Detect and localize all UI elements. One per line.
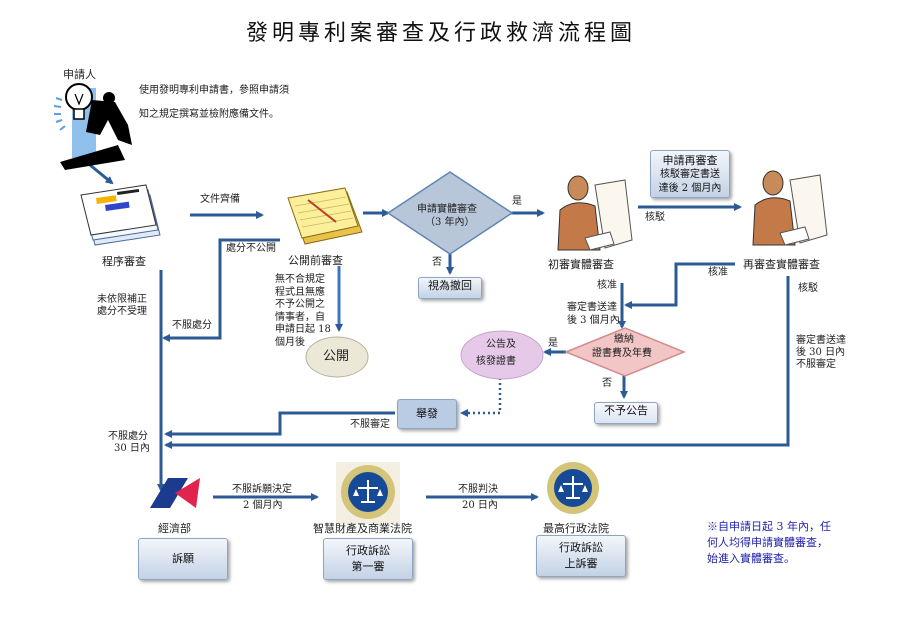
- edge-reexam-30days-line3: 不服審定: [796, 359, 836, 370]
- first-examiner-icon: [557, 175, 633, 251]
- reexamination-label: 再審查實體審查: [743, 258, 820, 271]
- announce-ellipse: [460, 330, 544, 380]
- admin-litigation-first-line2: 第一審: [351, 560, 385, 573]
- edge-judgment-line2: 20 日內: [462, 500, 498, 511]
- pub-cond-line4: 情事者，自: [275, 311, 325, 323]
- edge-disagree-disposition: 不服處分: [172, 320, 212, 331]
- arrow-dotted-announce-invalidation: [460, 378, 502, 417]
- edge-judgment-line1: 不服判決: [458, 484, 498, 495]
- reexamination-request-box: 申請再審查 核駁審定書送 達後 2 個月內: [650, 150, 730, 198]
- not-announced-label: 不予公告: [604, 404, 648, 417]
- arrow-applicant-to-procedural: [89, 163, 114, 185]
- pub-cond-line3: 不予公開之: [275, 299, 325, 310]
- arrow-invalidation-disagree: [164, 411, 395, 438]
- edge-3months-line2: 後 3 個月內: [567, 315, 620, 326]
- edge-30days-line2: 30 日內: [114, 443, 150, 454]
- arrow-not-public-disposition: [162, 238, 280, 342]
- request-substantive-line1: 申請實體審查: [417, 204, 477, 215]
- reexam-request-line1: 申請再審查: [662, 154, 718, 167]
- page-title: 發明專利案審查及行政救濟流程圖: [246, 21, 637, 46]
- reexam-request-line3: 達後 2 個月內: [658, 183, 722, 194]
- pub-cond-line2: 程式且無應: [275, 286, 325, 298]
- admin-litigation-first-line1: 行政訴訟: [346, 544, 390, 557]
- applicant-instruction-line2: 知之規定撰寫並檢附應備文件。: [139, 109, 279, 120]
- reexaminer-icon: [752, 170, 828, 246]
- edge-approve2: 核准: [708, 267, 728, 278]
- admin-litigation-appeal-box: 行政訴訟 上訴審: [536, 535, 626, 577]
- reexam-request-line2: 核駁審定書送: [660, 169, 720, 180]
- moea-label: 經濟部: [158, 522, 191, 535]
- edge-reject1: 核駁: [645, 212, 665, 223]
- announce-line1: 公告及: [486, 339, 516, 350]
- admin-litigation-appeal-line1: 行政訴訟: [559, 541, 603, 554]
- appeal-label: 訴願: [172, 552, 194, 565]
- edge-3months-line1: 審定書送達: [567, 302, 617, 313]
- pub-cond-line1: 無不合規定: [275, 274, 325, 285]
- deemed-withdrawn-box: 視為撤回: [418, 277, 482, 299]
- ip-court-label: 智慧財產及商業法院: [313, 522, 412, 535]
- pub-cond-line6: 個月後: [275, 336, 305, 348]
- documents-stack-icon: [80, 184, 161, 246]
- edge-docs-complete: 文件齊備: [200, 194, 240, 205]
- procedural-review-label: 程序審查: [102, 255, 146, 268]
- supreme-admin-court-label: 最高行政法院: [543, 522, 609, 535]
- appeal-box: 訴願: [138, 538, 228, 580]
- edge-30days-line1: 不服處分: [108, 431, 148, 442]
- invalidation-box: 舉發: [397, 399, 457, 429]
- applicant-lightbulb-icon: [53, 83, 132, 170]
- admin-litigation-first-box: 行政訴訟 第一審: [323, 538, 413, 580]
- applicant-instruction-line1: 使用發明專利申請書，參照申請須: [139, 85, 289, 96]
- edge-approve1: 核准: [597, 280, 617, 291]
- edge-uncorrected-line1: 未依限補正: [97, 294, 147, 305]
- arrow-reexam-reject-30days: [164, 276, 790, 449]
- pub-cond-line5: 申請日起 18: [275, 324, 331, 335]
- invalidation-label: 舉發: [416, 407, 438, 420]
- edge-uncorrected-line2: 處分不受理: [97, 306, 147, 317]
- edge-publication-condition: 無不合規定 程式且無應 不予公開之 情事者，自 申請日起 18 個月後: [275, 274, 331, 349]
- pay-fees-line2: 證書費及年費: [592, 348, 652, 359]
- edge-yes2: 是: [548, 338, 558, 349]
- admin-litigation-appeal-line2: 上訴審: [564, 557, 598, 570]
- first-examination-label: 初審實體審查: [548, 258, 614, 271]
- edge-reject2: 核駁: [798, 283, 818, 294]
- applicant-label: 申請人: [63, 68, 96, 81]
- request-substantive-diamond: [386, 171, 514, 255]
- arrow-reexam-approve: [624, 262, 735, 309]
- edge-no2: 否: [602, 378, 612, 389]
- request-substantive-line2: （3 年內）: [425, 217, 475, 228]
- edge-reexam-30days-line1: 審定書送達: [796, 335, 846, 346]
- publication-ellipse: [305, 336, 369, 378]
- edge-yes1: 是: [512, 196, 522, 207]
- pay-fees-diamond: [564, 327, 686, 377]
- footnote-line1: ※自申請日起 3 年內，任: [707, 520, 831, 533]
- moea-logo-icon: [150, 478, 200, 508]
- edge-appeal-decision-line1: 不服訴願決定: [232, 484, 292, 495]
- announce-line2: 核發證書: [476, 356, 516, 367]
- pay-fees-line1: 繳納: [614, 334, 634, 345]
- notepad-icon: [287, 187, 363, 245]
- footnote: ※自申請日起 3 年內，任 何人均得申請實體審查， 始進入實體審查。: [707, 519, 831, 567]
- supreme-admin-court-seal-icon: [547, 462, 599, 514]
- deemed-withdrawn-label: 視為撤回: [428, 279, 472, 292]
- edge-appeal-decision-line2: 2 個月內: [243, 500, 283, 511]
- edge-disagree-decision: 不服審定: [350, 419, 390, 430]
- footnote-line2: 何人均得申請實體審查，: [707, 536, 828, 549]
- footnote-line3: 始進入實體審查。: [707, 552, 795, 565]
- not-announced-box: 不予公告: [594, 402, 658, 424]
- publication-label: 公開: [323, 349, 350, 364]
- edge-reexam-30days-line2: 後 30 日內: [796, 347, 846, 358]
- ip-court-seal-icon: [336, 462, 400, 524]
- edge-not-public-disposition: 處分不公開: [226, 243, 276, 254]
- pre-publication-review-label: 公開前審查: [288, 254, 343, 267]
- edge-no1: 否: [432, 257, 442, 268]
